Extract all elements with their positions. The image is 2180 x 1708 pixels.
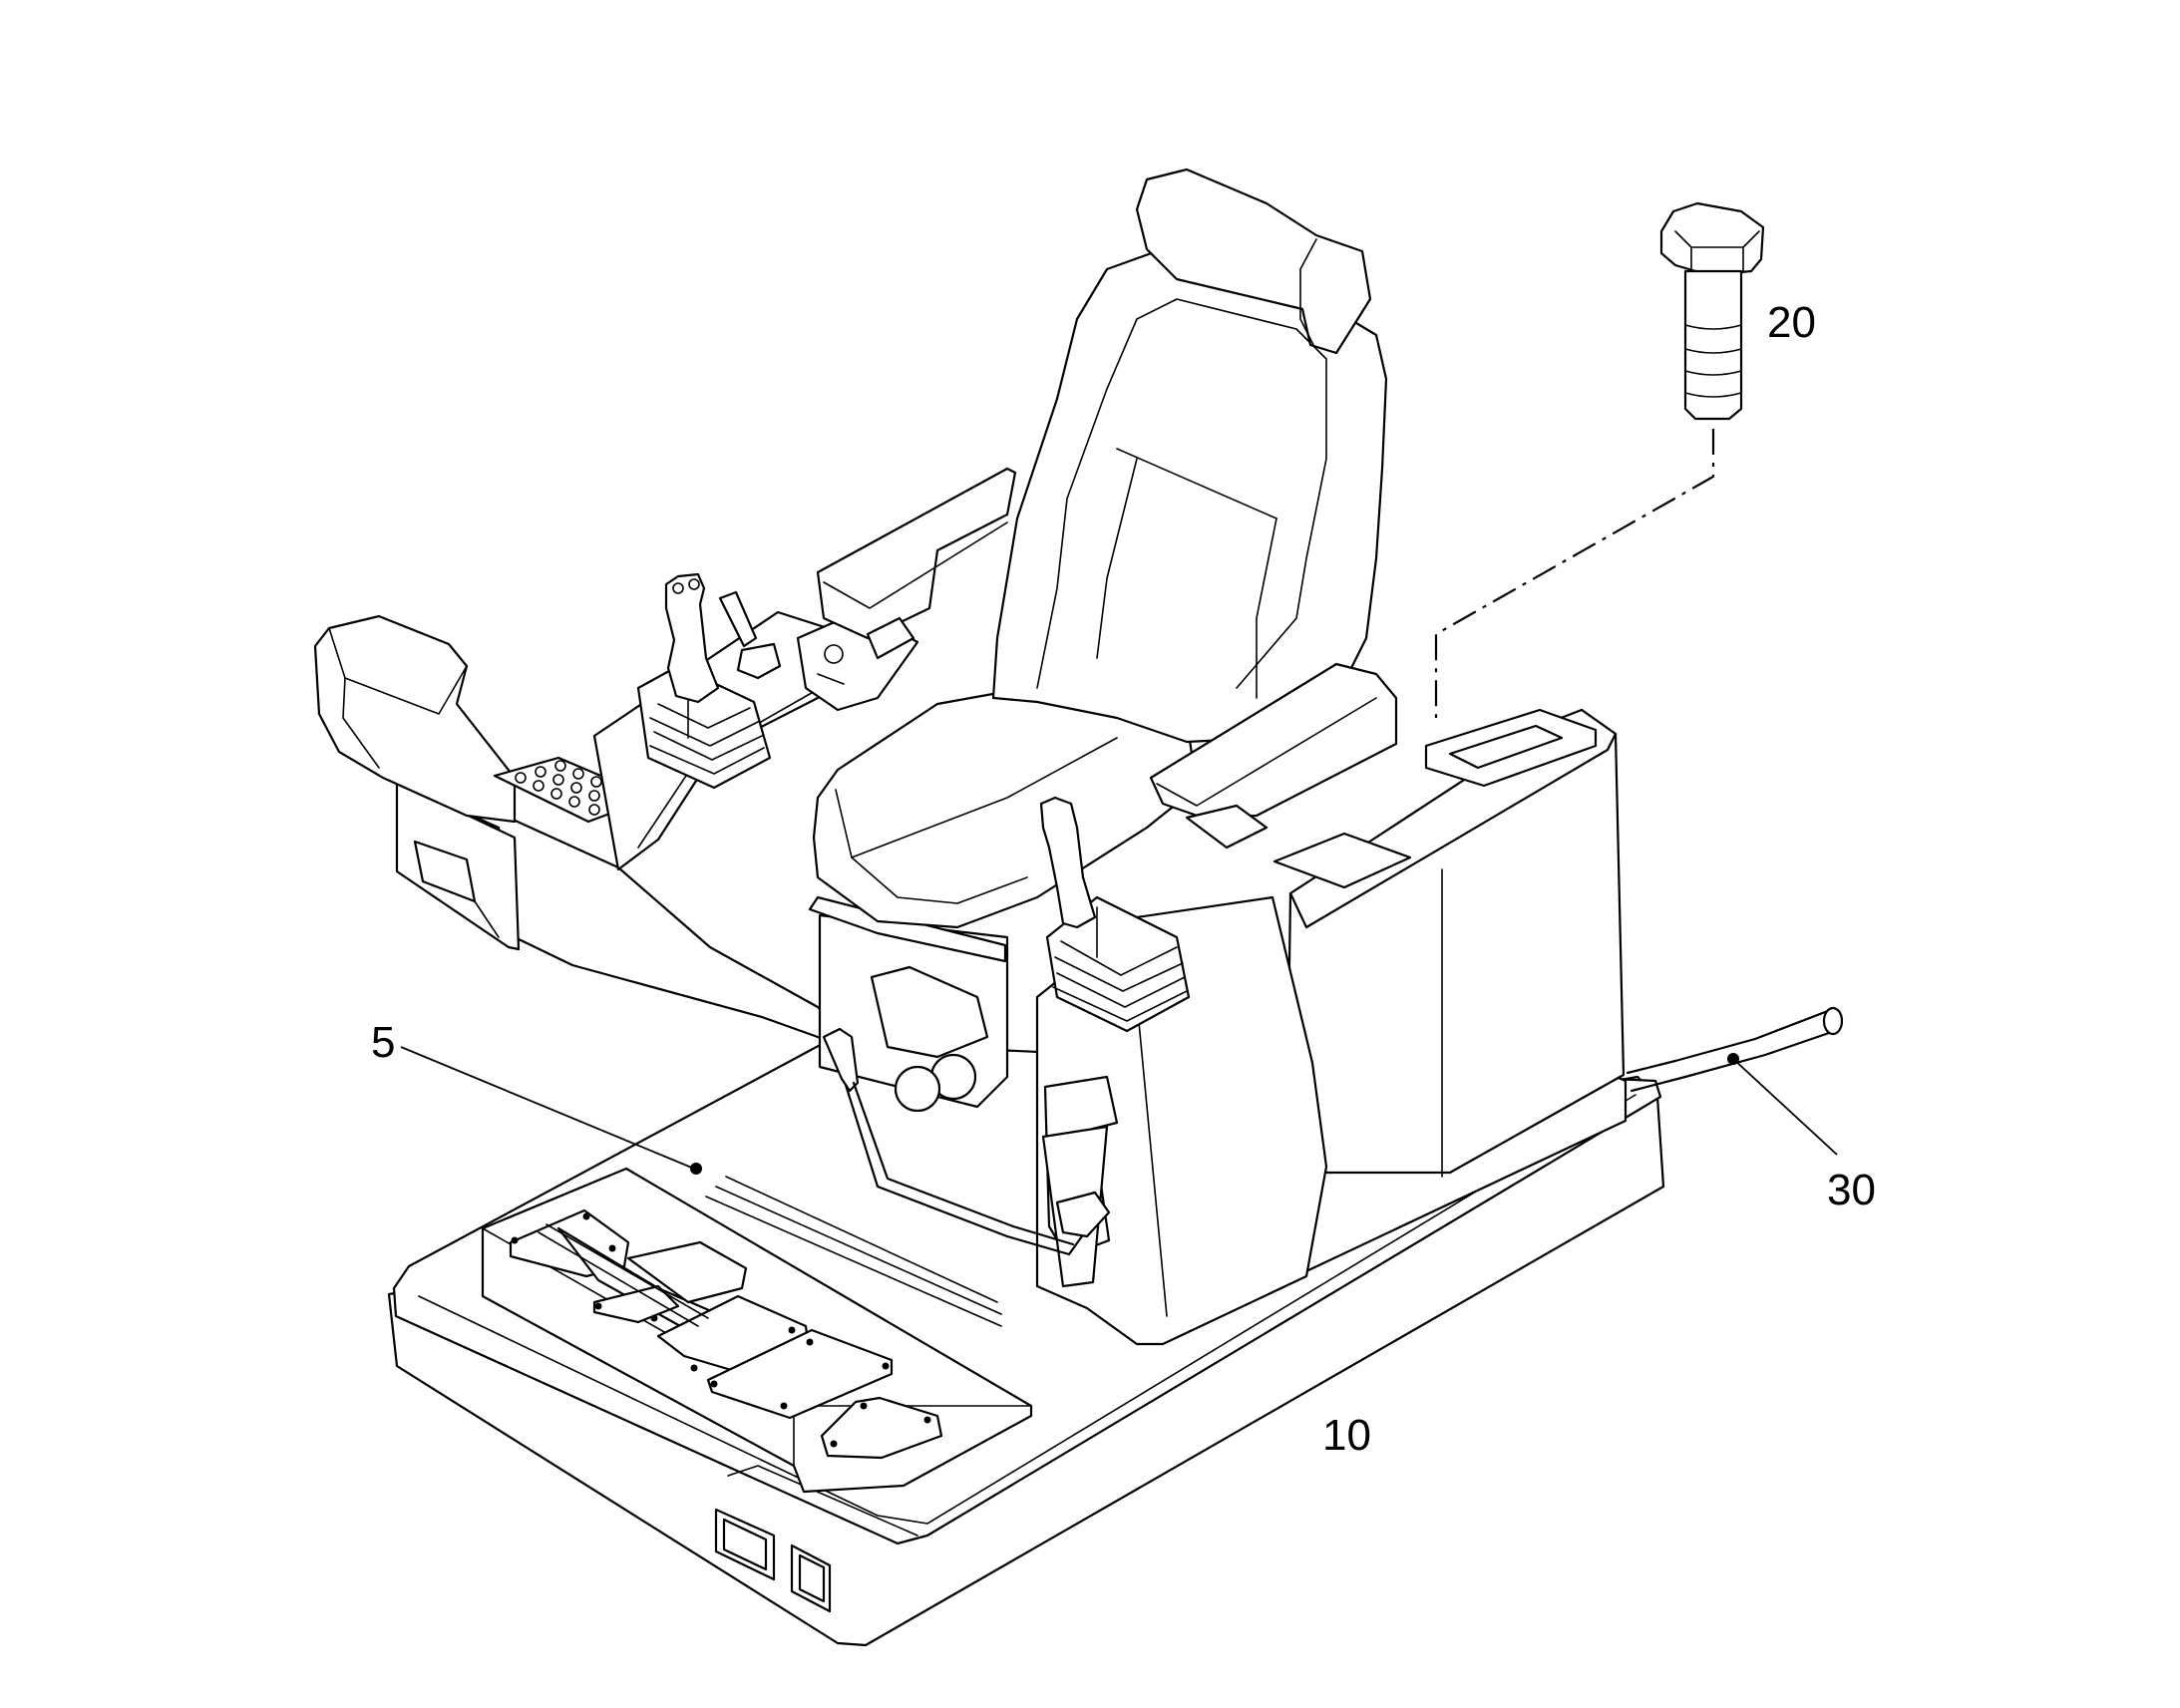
callout-label-20: 20 (1767, 298, 1816, 347)
hose (1626, 1006, 1844, 1093)
operator-seat (808, 168, 1398, 1113)
callout-20: 20 (1767, 298, 1816, 347)
callout-10: 10 (1322, 1411, 1371, 1460)
safety-lever (822, 1027, 1111, 1256)
bolt (1659, 201, 1765, 421)
callout-label-5: 5 (371, 1018, 395, 1067)
assembly-line (1434, 429, 1715, 718)
callout-5: 5 (371, 1018, 702, 1175)
right-joystick (1039, 796, 1191, 1033)
callout-label-10: 10 (1322, 1411, 1371, 1460)
callout-30: 30 (1727, 1053, 1876, 1214)
callout-label-30: 30 (1827, 1166, 1876, 1214)
